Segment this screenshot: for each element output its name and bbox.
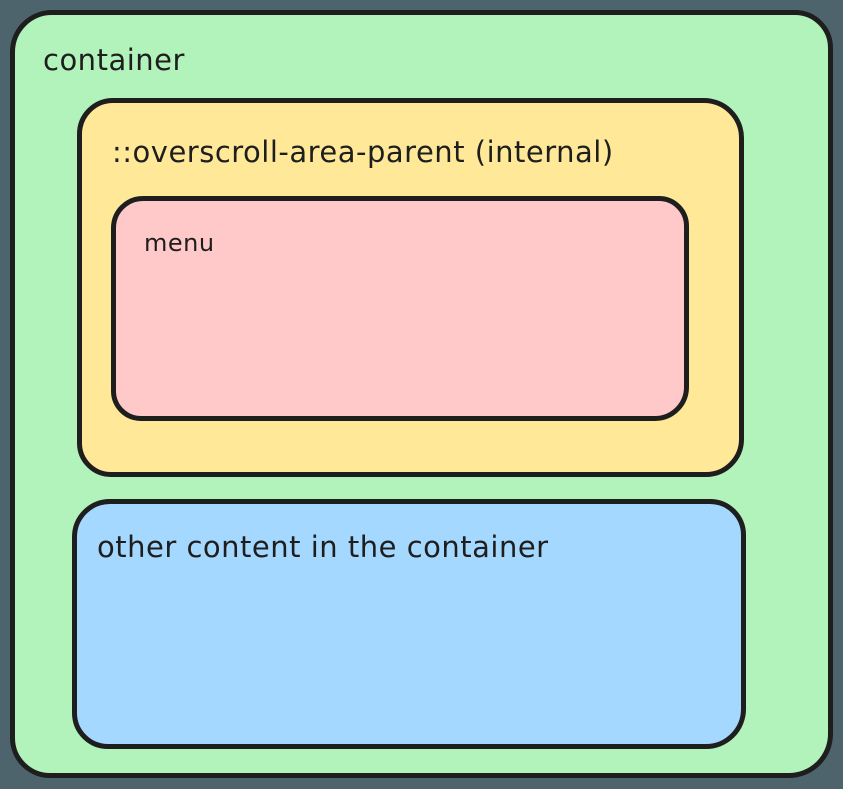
- other-content-box: other content in the container: [72, 499, 746, 749]
- container-label: container: [43, 43, 185, 77]
- overscroll-area-parent-label: ::overscroll-area-parent (internal): [112, 135, 614, 169]
- menu-label: menu: [144, 229, 215, 257]
- other-content-label: other content in the container: [97, 530, 549, 564]
- menu-box: menu: [111, 196, 689, 421]
